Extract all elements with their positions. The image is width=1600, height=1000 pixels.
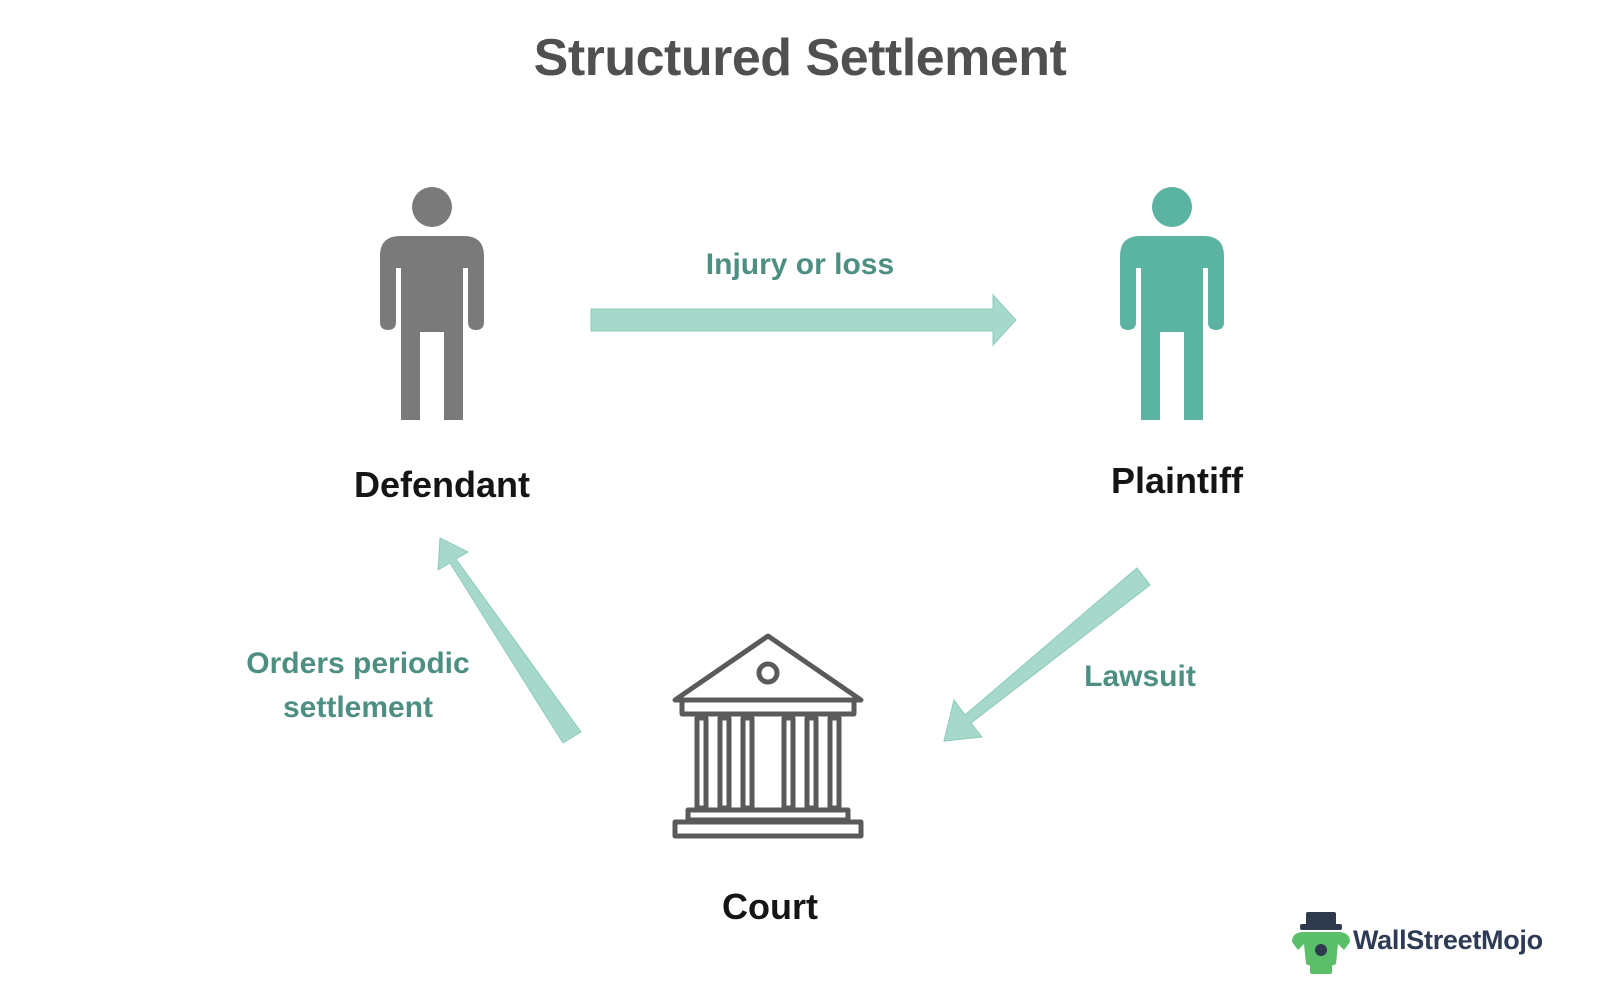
plaintiff-label: Plaintiff <box>1111 460 1243 501</box>
orders-label-line-1: Orders periodic <box>246 647 470 680</box>
court-label: Court <box>722 886 818 927</box>
defendant-label: Defendant <box>353 464 530 505</box>
plaintiff-person-icon <box>1120 187 1224 420</box>
diagram-title: Structured Settlement <box>533 29 1067 87</box>
defendant-person-icon <box>380 187 484 420</box>
orders-periodic-settlement-label: Orders periodic settlement <box>228 642 488 730</box>
court-building-icon <box>672 633 864 839</box>
orders-arrow <box>437 537 582 744</box>
lawsuit-arrow <box>943 567 1151 742</box>
injury-or-loss-label: Injury or loss <box>705 248 895 281</box>
lawsuit-label: Lawsuit <box>1084 660 1196 693</box>
wallstreetmojo-logo-icon <box>1292 912 1350 974</box>
injury-arrow <box>590 293 1017 347</box>
brand-name: WallStreetMojo <box>1353 924 1543 955</box>
brand-block: WallStreetMojo <box>1285 910 1543 970</box>
orders-label-line-2: settlement <box>282 691 434 724</box>
